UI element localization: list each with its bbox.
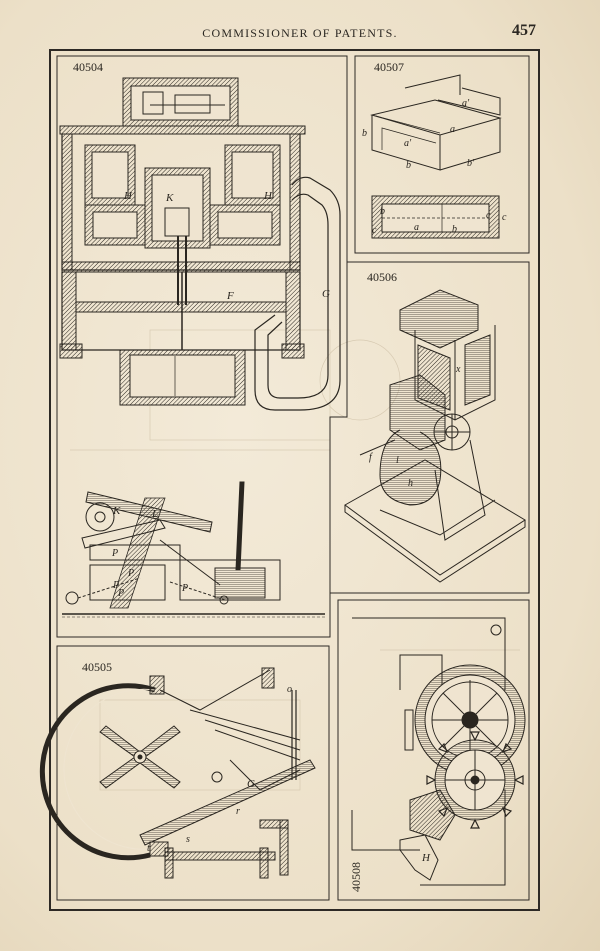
ref-letter: r bbox=[236, 806, 240, 817]
ref-letter: c bbox=[372, 225, 377, 236]
show-through-ghost bbox=[70, 329, 520, 791]
ref-letter: t bbox=[147, 843, 150, 854]
page-number: 457 bbox=[512, 22, 536, 39]
figure-40504-engine-section bbox=[59, 77, 341, 411]
ref-letter: c bbox=[502, 212, 507, 223]
ref-letter: K bbox=[166, 192, 174, 204]
ref-letter: P bbox=[113, 580, 120, 591]
ref-letter: P bbox=[112, 548, 119, 559]
ref-letter: b bbox=[380, 206, 385, 217]
ref-letter: b bbox=[362, 128, 367, 139]
ref-letter: H bbox=[422, 852, 430, 864]
panel-40508 bbox=[337, 599, 530, 901]
ref-letter: P bbox=[128, 568, 135, 579]
figure-40504-machine-elevation bbox=[62, 481, 325, 618]
panel-40505 bbox=[56, 645, 330, 901]
ref-letter: h bbox=[408, 478, 413, 489]
ref-letter: x bbox=[456, 364, 461, 375]
ref-letter: o bbox=[287, 684, 292, 695]
figure-40506-stand-machine bbox=[344, 289, 526, 583]
ref-letter: l bbox=[396, 455, 399, 466]
ref-letter: f bbox=[369, 452, 372, 463]
ref-letter: L bbox=[152, 508, 159, 520]
panel-40506 bbox=[329, 261, 530, 594]
ref-letter: b' bbox=[467, 158, 475, 169]
figure-number-40504: 40504 bbox=[73, 60, 103, 74]
figure-40507-tray bbox=[370, 74, 502, 239]
ref-letter: P bbox=[118, 588, 125, 599]
panel-40507 bbox=[354, 55, 530, 254]
figure-number-40507: 40507 bbox=[374, 60, 404, 74]
ref-letter: c bbox=[486, 210, 491, 221]
figure-number-40506: 40506 bbox=[367, 270, 397, 284]
figure-number-40508: 40508 bbox=[349, 862, 363, 892]
ref-letter: a bbox=[450, 124, 455, 135]
ref-letter: G bbox=[247, 778, 255, 790]
ref-letter: a bbox=[414, 222, 419, 233]
figure-number-40505: 40505 bbox=[82, 660, 112, 674]
plate-frame bbox=[49, 49, 540, 911]
ref-letter: a' bbox=[462, 98, 470, 109]
ref-letter: b bbox=[452, 224, 457, 235]
figure-40508-gear-mechanism bbox=[351, 617, 526, 886]
ref-letter: G bbox=[322, 288, 330, 300]
running-head: COMMISSIONER OF PATENTS. bbox=[202, 26, 398, 40]
ref-letter: a' bbox=[404, 138, 412, 149]
ref-letter: b bbox=[406, 160, 411, 171]
ref-letter: s bbox=[186, 834, 190, 845]
ref-letter: K bbox=[113, 505, 121, 517]
panel-borders bbox=[56, 55, 530, 901]
ref-letter: F bbox=[227, 290, 234, 302]
figure-40505-cross-machine bbox=[39, 667, 316, 879]
ref-letter: H bbox=[264, 190, 272, 202]
ref-letter: H bbox=[124, 190, 132, 202]
ref-letter: P bbox=[182, 583, 189, 594]
